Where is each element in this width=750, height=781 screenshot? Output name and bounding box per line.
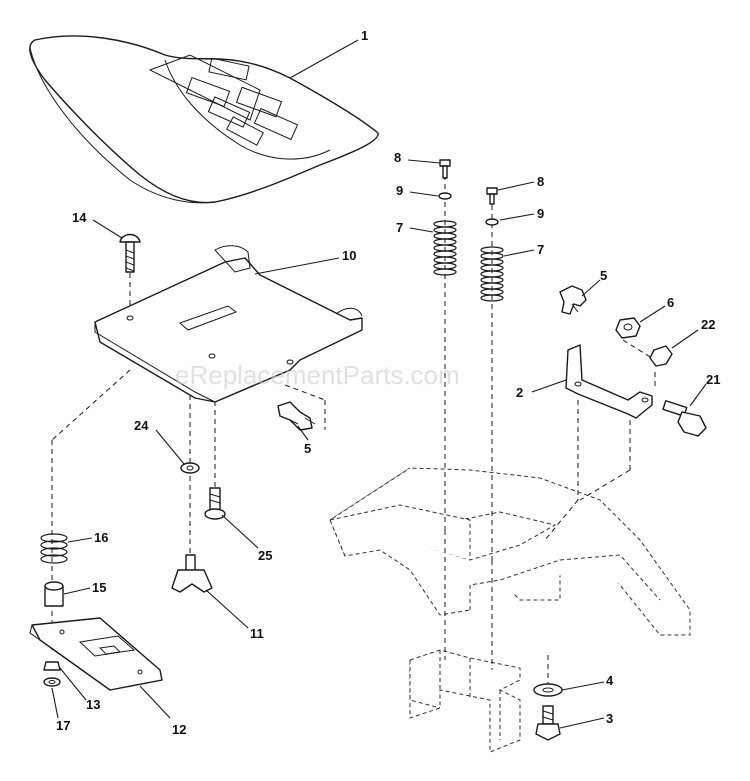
callout-5-right: 5 <box>600 268 607 283</box>
callout-13: 13 <box>86 697 100 712</box>
callout-4: 4 <box>606 673 614 688</box>
callout-11: 11 <box>250 626 264 641</box>
callout-7-right: 7 <box>537 242 544 257</box>
seat-switch-left <box>277 401 316 431</box>
shoulder-bolt <box>204 487 226 520</box>
callout-1: 1 <box>361 28 368 43</box>
washer-17 <box>43 677 61 687</box>
callout-9-left: 9 <box>396 183 403 198</box>
washer-4 <box>533 683 563 697</box>
washer-9-right <box>485 218 499 226</box>
callout-5-left: 5 <box>304 441 311 456</box>
callout-9-right: 9 <box>537 206 544 221</box>
tractor-fender-frame <box>329 467 691 753</box>
callout-10: 10 <box>342 248 356 263</box>
callout-17: 17 <box>56 718 70 733</box>
bolt-8-right <box>486 187 498 205</box>
callout-15: 15 <box>92 580 106 595</box>
seat <box>29 35 379 204</box>
callout-21: 21 <box>706 372 720 387</box>
callout-16: 16 <box>94 530 108 545</box>
carriage-bolt <box>119 233 141 273</box>
hex-bolt-3 <box>535 705 561 741</box>
callout-14: 14 <box>72 210 87 225</box>
callout-8-right: 8 <box>537 174 544 189</box>
callout-25: 25 <box>258 548 272 563</box>
seat-slide-bracket <box>29 617 163 691</box>
spring-7-left <box>433 220 457 276</box>
callout-3: 3 <box>606 711 613 726</box>
nut-13 <box>43 661 61 671</box>
hex-bolt-21 <box>662 400 707 437</box>
spring-16 <box>40 533 68 564</box>
leader-lines <box>51 39 707 729</box>
watermark: eReplacementParts.com <box>175 360 460 390</box>
seat-switch-right <box>559 285 587 315</box>
bolt-8-left <box>439 159 451 179</box>
callout-8-left: 8 <box>394 150 401 165</box>
callout-numbers: 1 2 3 4 5 5 6 7 7 8 8 9 9 10 11 12 13 14… <box>56 28 720 737</box>
callout-2: 2 <box>516 385 523 400</box>
callout-12: 12 <box>172 722 186 737</box>
switch-bracket <box>565 344 653 419</box>
callout-24: 24 <box>134 418 149 433</box>
spacer-15 <box>44 581 64 607</box>
washer-24 <box>180 462 200 474</box>
spring-7-right <box>480 246 504 302</box>
callout-7-left: 7 <box>396 220 403 235</box>
nut-22 <box>649 345 673 367</box>
callout-22: 22 <box>701 317 715 332</box>
callout-6: 6 <box>667 295 674 310</box>
washer-9-left <box>438 192 452 200</box>
wing-knob <box>171 554 213 593</box>
seat-pan <box>94 245 363 403</box>
nut-6 <box>615 317 641 339</box>
